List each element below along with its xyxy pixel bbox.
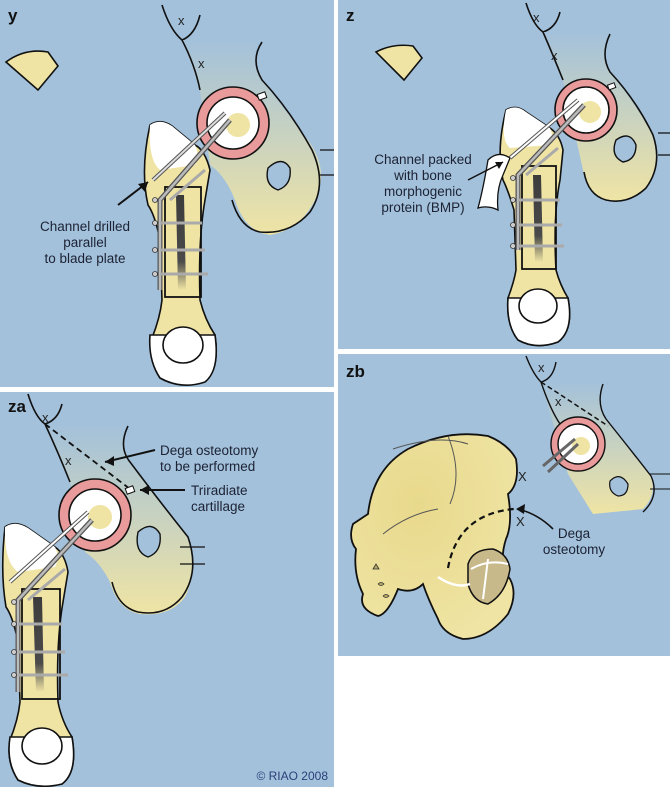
annotation-triradiate: Triradiate cartillage <box>191 483 301 515</box>
panel-label: zb <box>346 362 365 381</box>
annotation-line: Triradiate <box>191 483 248 498</box>
triradiate-cartilage <box>256 91 268 101</box>
annotation-line: with bone <box>394 168 452 183</box>
obturator-foramen <box>613 135 637 163</box>
medullary-canal <box>176 195 186 290</box>
triradiate-cartilage <box>124 485 136 495</box>
femur-hip-illustration: x x <box>4 4 334 386</box>
annotation-line: Dega osteotomy <box>160 443 259 458</box>
mark-x: x <box>42 410 49 425</box>
annotation-channel-packed: Channel packed with bone morphogenic pro… <box>368 152 478 216</box>
annotation-channel-drilled: Channel drilled parallel to blade plate <box>25 219 145 267</box>
mark-x: x <box>178 13 185 28</box>
annotation-line: osteotomy <box>542 542 606 557</box>
annotation-dega-osteotomy: Dega osteotomy to be performed <box>160 443 290 475</box>
panel-label: y <box>8 6 18 25</box>
mark-x: x <box>538 360 545 375</box>
annotation-dega-osteotomy: Dega osteotomy <box>534 526 614 558</box>
panel-label: za <box>8 397 26 416</box>
annotation-line: to be performed <box>160 459 256 474</box>
panel-z: x x z Channel packed with bone morphogen… <box>338 0 670 349</box>
triradiate-cartilage <box>606 82 617 91</box>
screws <box>160 168 208 276</box>
pelvis-notch <box>525 2 561 33</box>
femur-hip-illustration: x x <box>1 393 205 787</box>
dega-osteotomy-line <box>44 423 131 490</box>
obturator-foramen <box>266 160 291 191</box>
mark-x: x <box>533 10 540 25</box>
annotation-line: Channel drilled <box>39 219 131 234</box>
panel-label: z <box>346 6 355 25</box>
annotation-line: to blade plate <box>44 251 126 266</box>
mark-x: X <box>518 469 527 484</box>
annotation-line: parallel <box>63 235 107 250</box>
screws <box>518 146 564 248</box>
mark-x: x <box>198 56 205 71</box>
panel-zb: x x X X zb Dega osteotomy <box>338 354 670 656</box>
panel-y: x x y Channel drilled parallel to blade … <box>0 0 334 387</box>
mark-x: x <box>65 453 72 468</box>
mark-x: x <box>551 48 558 63</box>
mark-x: X <box>516 514 525 529</box>
panel-za: x x za Dega osteotomy to be performed Tr… <box>0 392 334 787</box>
annotation-line: cartillage <box>191 499 246 514</box>
patella <box>21 727 63 765</box>
triradiate-cartilage <box>437 575 471 587</box>
medullary-canal <box>533 175 543 262</box>
bmp-sponge <box>477 153 511 212</box>
medullary-canal <box>33 597 44 692</box>
dega-osteotomy-line <box>540 381 609 427</box>
pelvis-bone <box>350 433 518 640</box>
screws <box>18 567 68 677</box>
bone-wedge-graft <box>4 50 60 92</box>
osteotomy-segment <box>521 165 557 270</box>
copyright: © RIAO 2008 <box>256 769 328 783</box>
annotation-line: morphogenic <box>383 184 463 199</box>
annotation-line: Channel packed <box>374 152 472 167</box>
annotation-line: protein (BMP) <box>381 200 465 215</box>
bone-wedge-graft <box>374 44 424 82</box>
patella <box>518 288 558 324</box>
femur-hip-illustration: x x <box>374 2 670 347</box>
obturator-foramen <box>136 525 161 558</box>
dega-osteotomy-curve <box>446 507 515 569</box>
annotation-line: Dega <box>557 526 591 541</box>
patella <box>162 326 204 364</box>
mark-x: x <box>555 394 562 409</box>
pelvis-illustration: x x X X <box>350 355 670 640</box>
